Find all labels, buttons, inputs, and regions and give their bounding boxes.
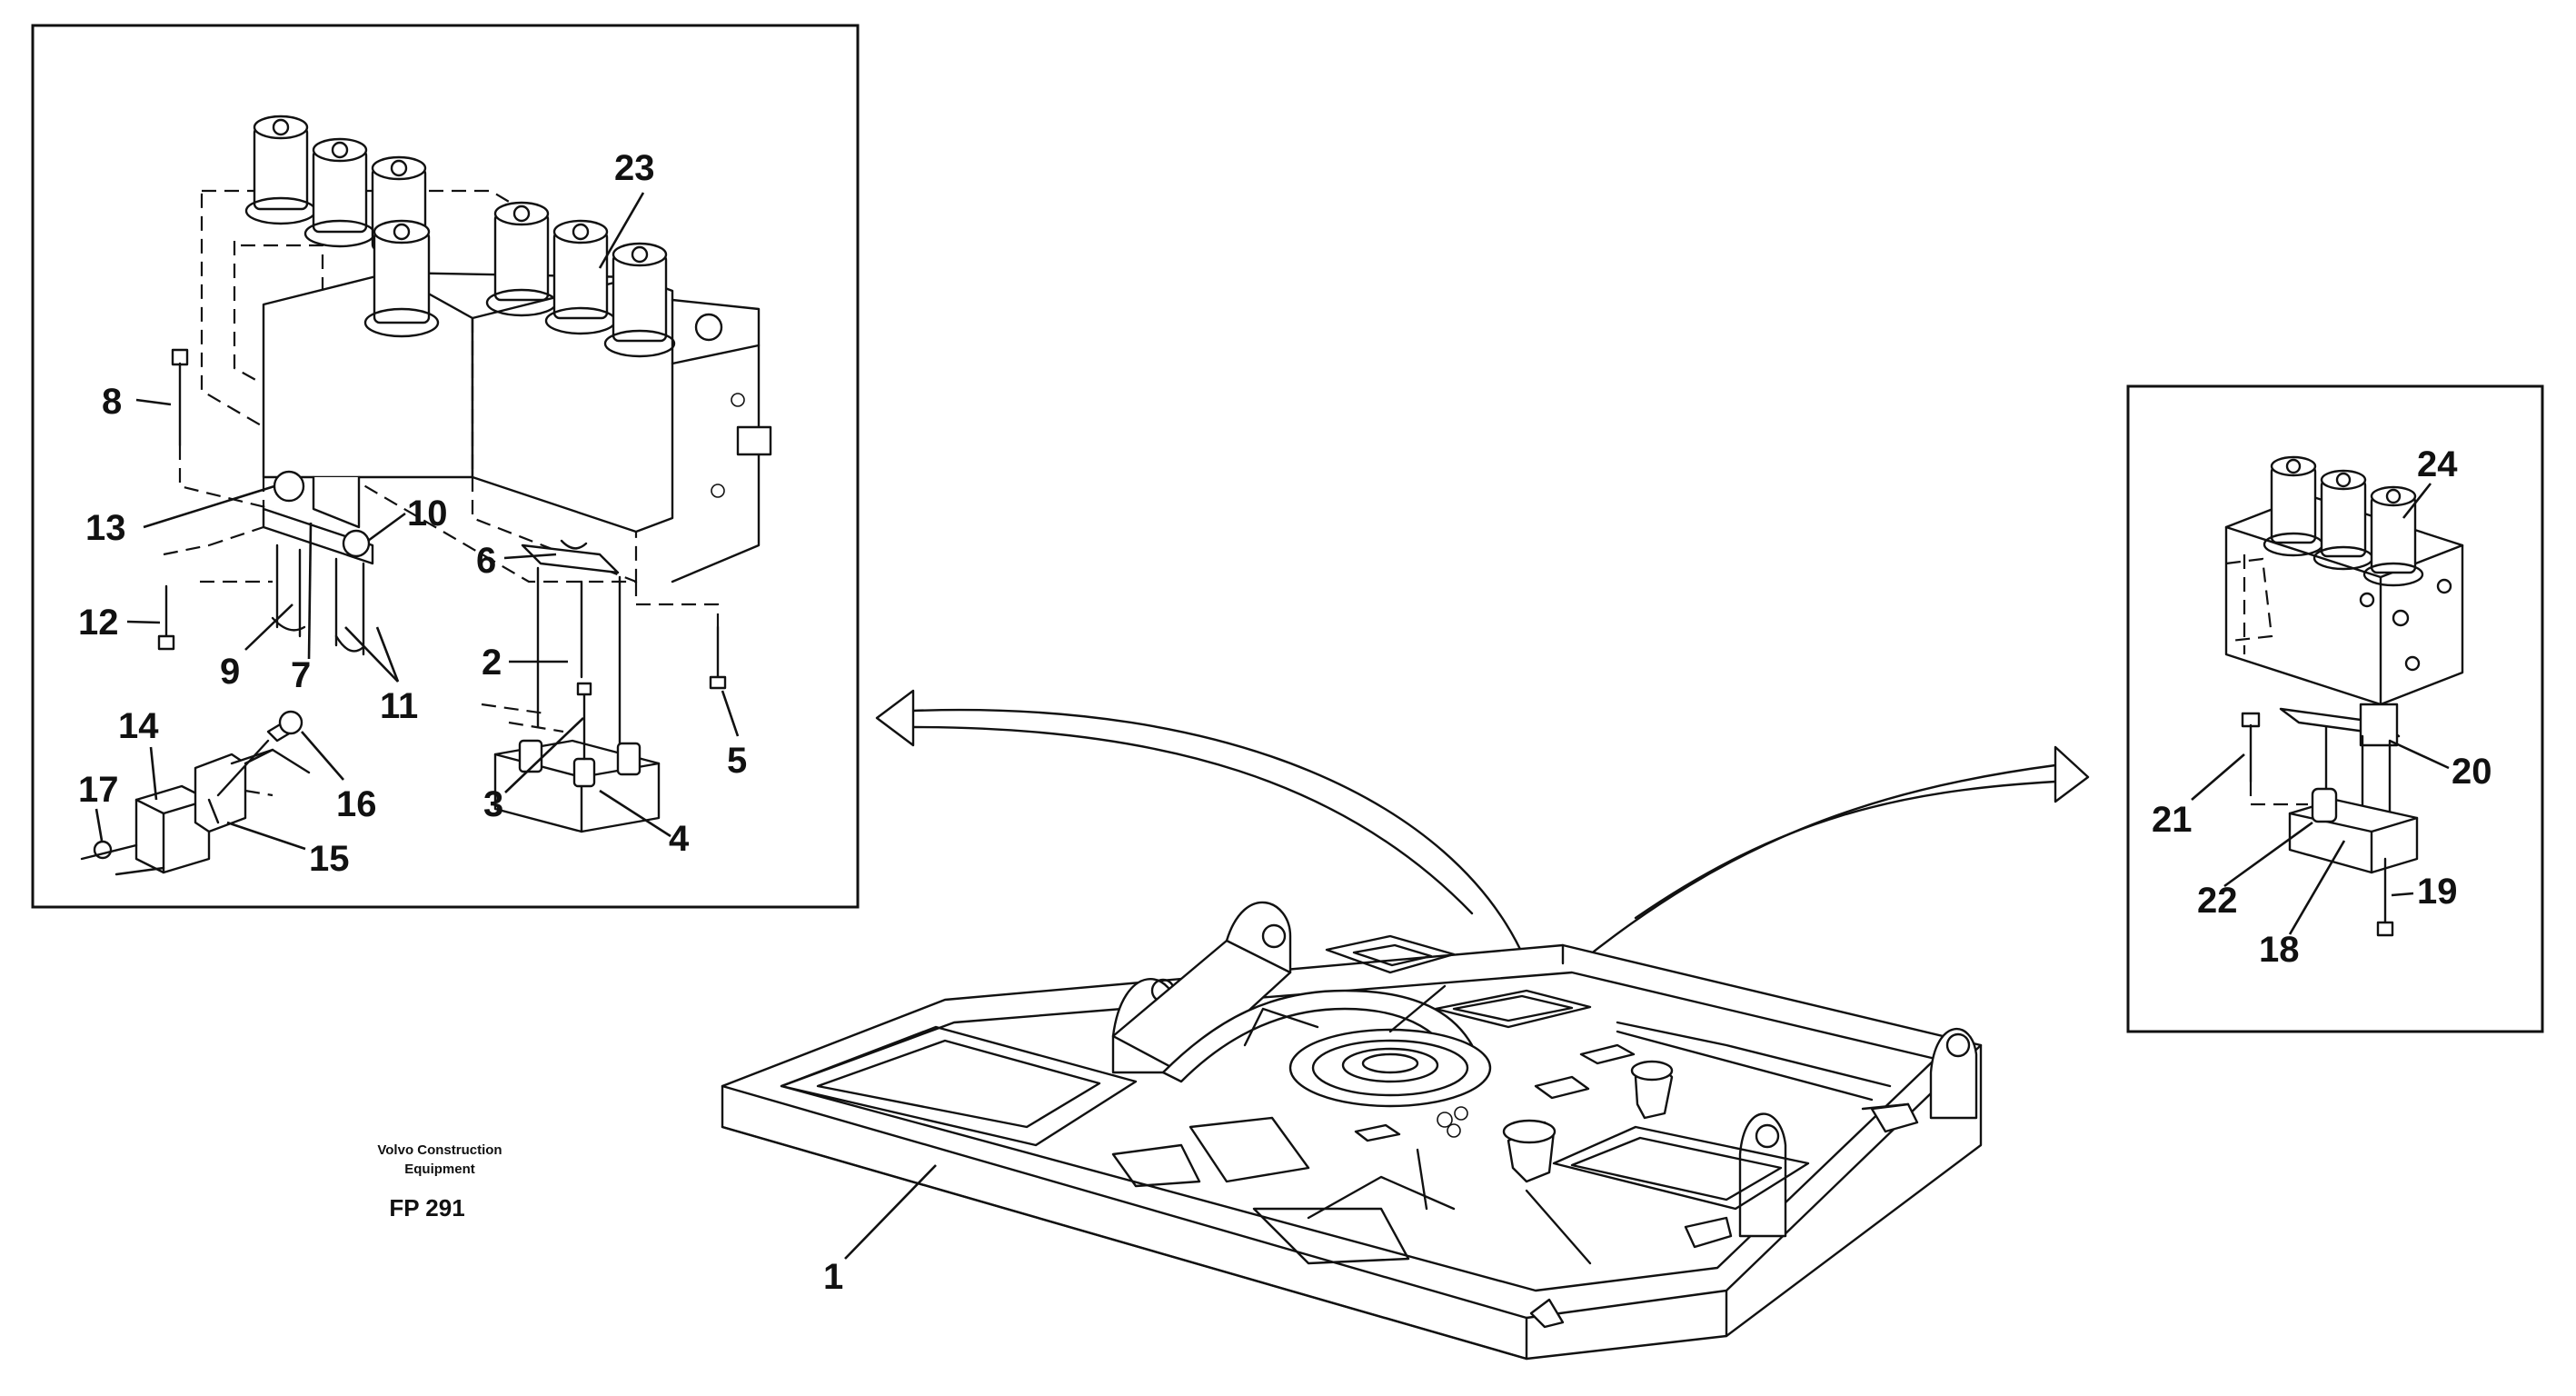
callout-8: 8: [102, 382, 122, 422]
connector-assembly: [80, 710, 311, 876]
callout-3: 3: [483, 784, 503, 824]
callout-12: 12: [78, 603, 119, 643]
callout-14: 14: [118, 706, 159, 746]
left-detail-inset: 23 8 13 10 6 12 9 7 11 2 5 3 4: [31, 24, 860, 909]
solenoid-caps: [244, 115, 676, 358]
callout-20: 20: [2452, 752, 2492, 792]
callout-17: 17: [78, 770, 119, 810]
auxiliary-valve-assembly: [2224, 455, 2464, 937]
left-inset-frame: [31, 24, 860, 909]
callout-21: 21: [2152, 800, 2193, 840]
callout-24: 24: [2417, 444, 2458, 484]
right-inset-callouts: 24 20 21 19 22 18: [2152, 444, 2492, 970]
figure-code: FP 291: [389, 1194, 464, 1222]
callout-16: 16: [336, 784, 377, 824]
right-inset-frame: [2126, 384, 2544, 1033]
callout-5: 5: [727, 741, 747, 781]
main-callouts: 1: [823, 1164, 937, 1297]
callout-11: 11: [380, 686, 418, 726]
callout-9: 9: [220, 652, 240, 692]
callout-2: 2: [482, 643, 502, 683]
callout-23: 23: [614, 148, 655, 188]
left-inset-callouts: 23 8 13 10 6 12 9 7 11 2 5 3 4: [78, 148, 747, 879]
callout-6: 6: [476, 541, 496, 581]
callout-1: 1: [823, 1257, 843, 1297]
callout-10: 10: [407, 494, 448, 533]
callout-13: 13: [85, 508, 126, 548]
callout-7: 7: [291, 655, 311, 695]
control-valve-assembly: [157, 115, 772, 833]
main-frame-assembly: [721, 901, 1983, 1361]
callout-18: 18: [2259, 930, 2300, 970]
credit-line-1: Volvo Construction: [377, 1142, 502, 1158]
callout-15: 15: [309, 839, 350, 879]
reference-arrows: [875, 689, 2090, 963]
credit-line-2: Equipment: [404, 1162, 475, 1177]
manufacturer-credit: Volvo Construction Equipment FP 291: [377, 1142, 502, 1222]
callout-22: 22: [2197, 881, 2238, 921]
right-detail-inset: 24 20 21 19 22 18: [2126, 384, 2544, 1033]
callout-4: 4: [669, 819, 690, 859]
callout-19: 19: [2417, 872, 2458, 912]
